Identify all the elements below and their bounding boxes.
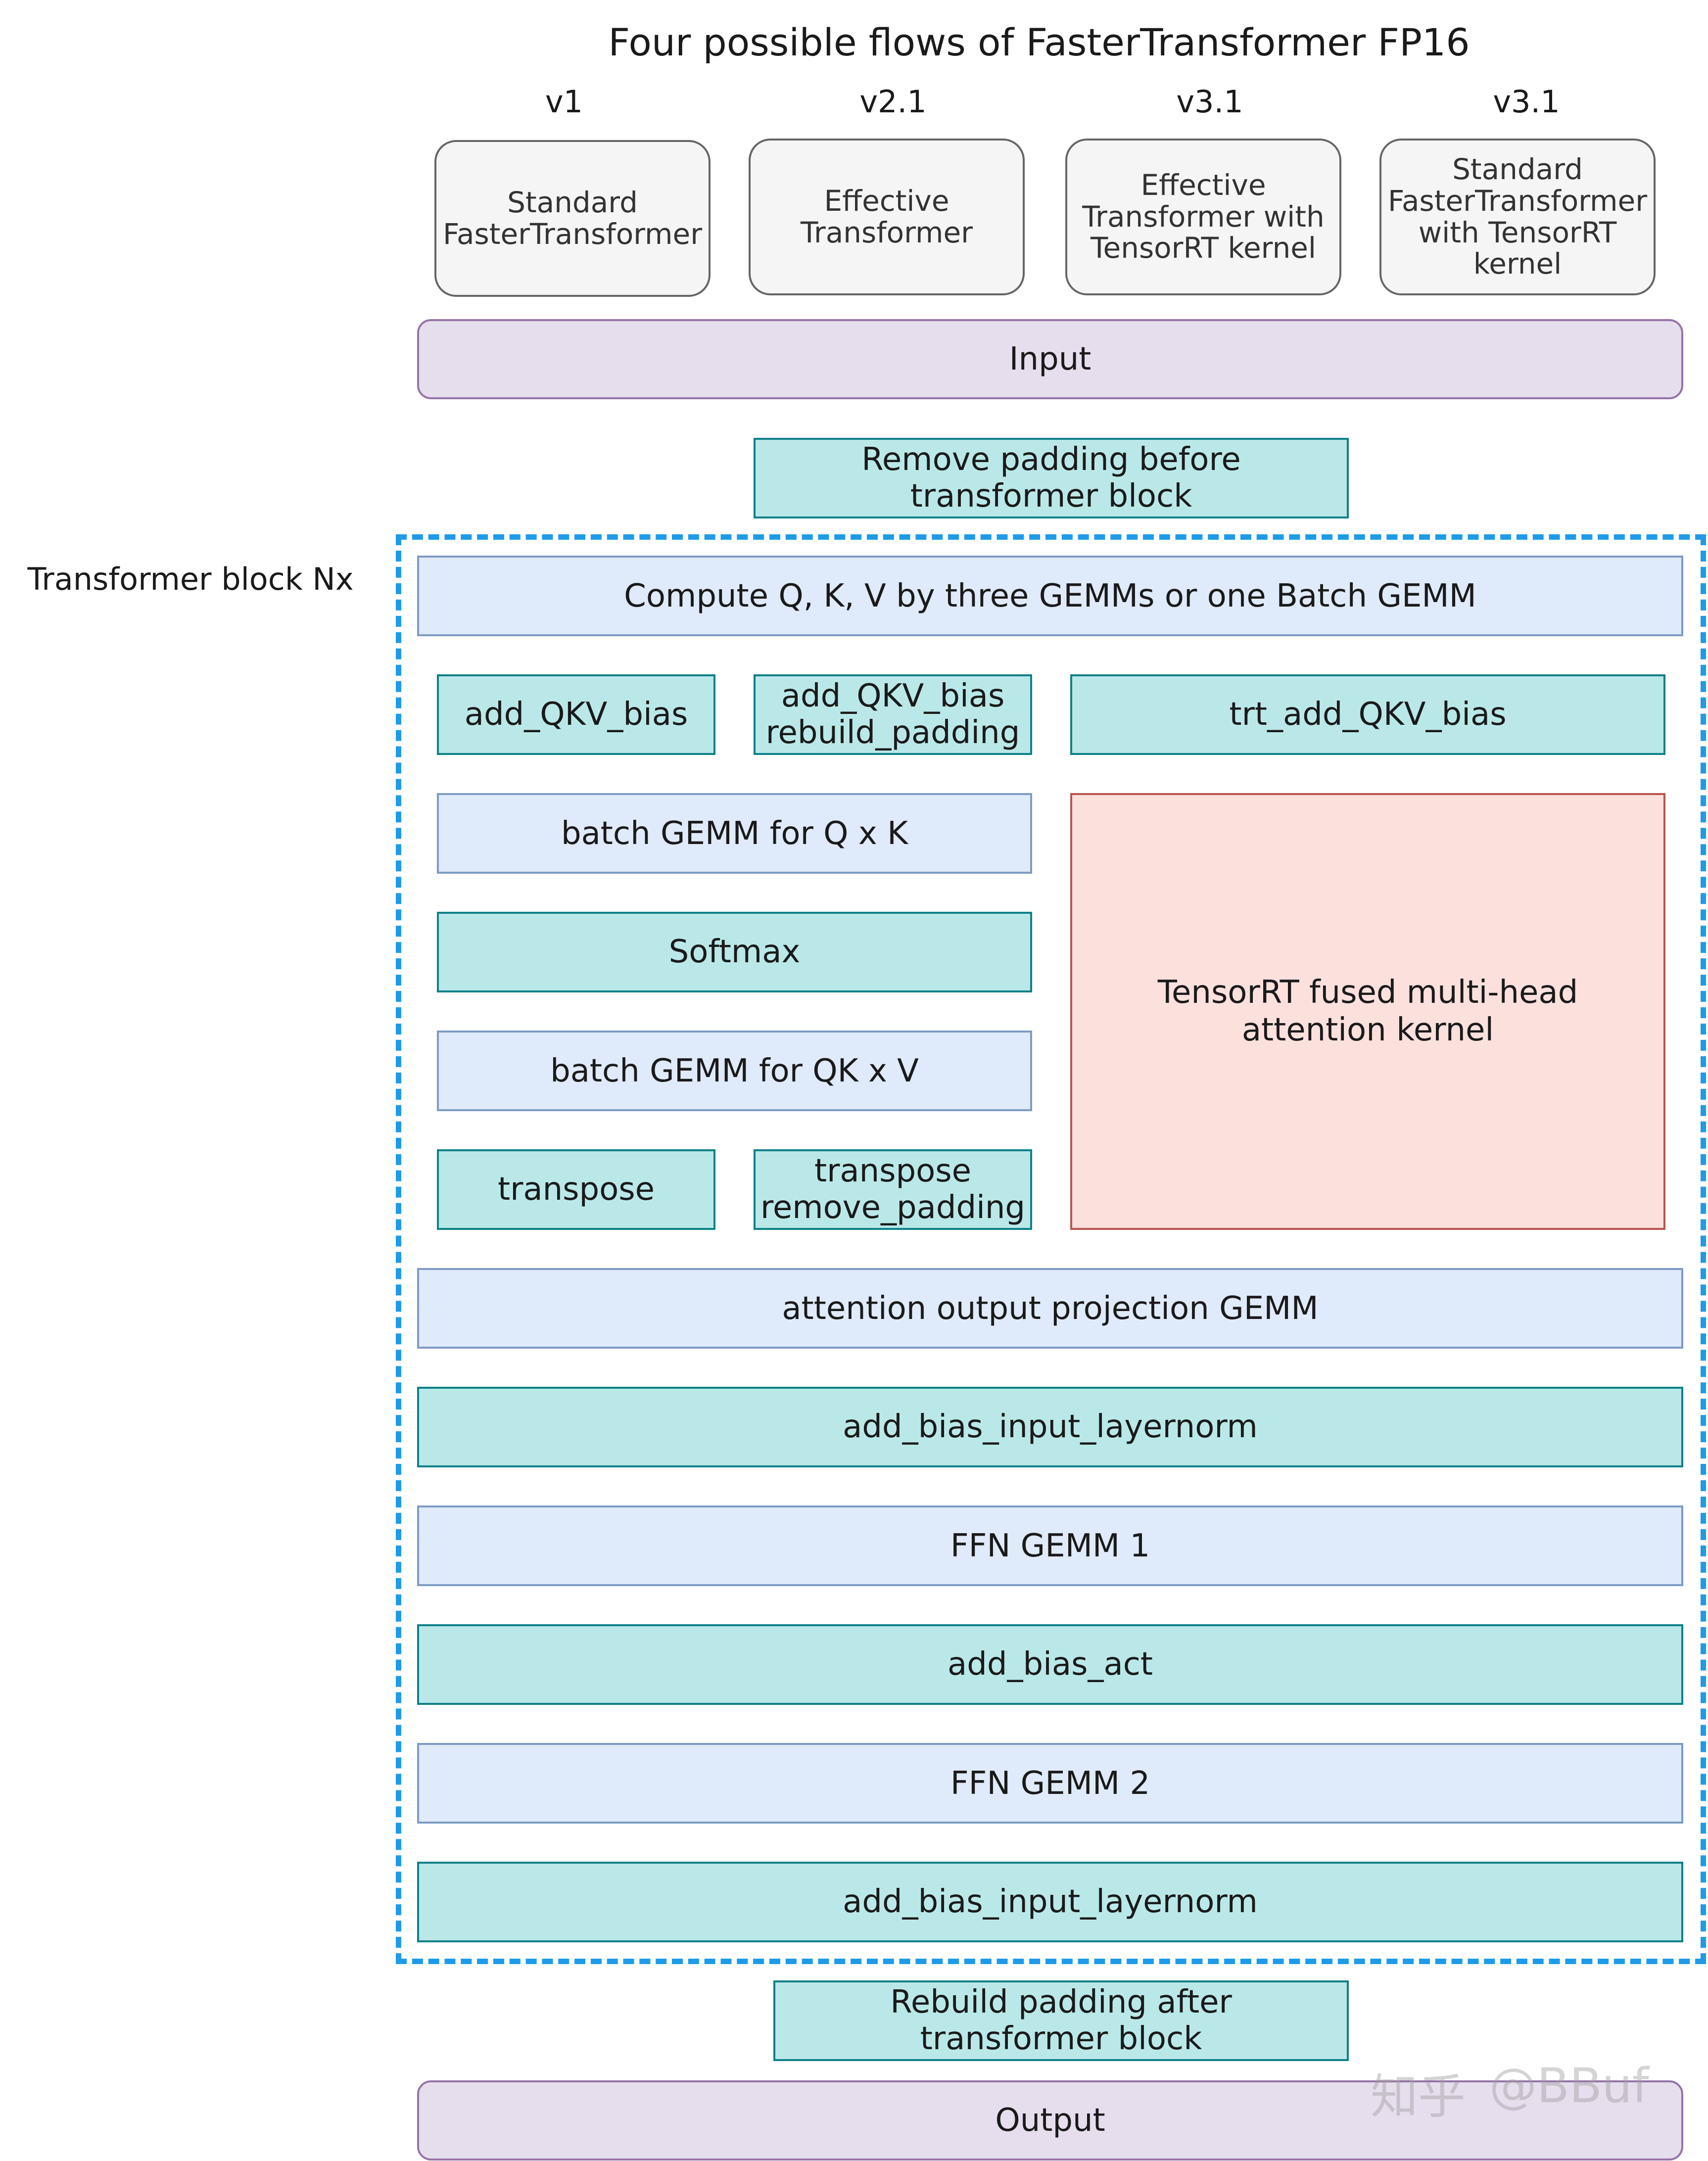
remove-padding-line: Remove padding before bbox=[861, 441, 1241, 478]
transpose-remove-line: transpose bbox=[814, 1152, 972, 1189]
transpose-remove-padding-box: transpose remove_padding bbox=[754, 1149, 1032, 1230]
flow-line: Effective bbox=[1140, 168, 1266, 202]
diagram-title: Four possible flows of FasterTransformer… bbox=[608, 20, 1470, 64]
add-bias-input-layernorm-2-box: add_bias_input_layernorm bbox=[417, 1862, 1683, 1942]
flow-line: Transformer bbox=[800, 215, 973, 249]
trt-add-qkv-bias-box: trt_add_QKV_bias bbox=[1070, 674, 1665, 755]
rebuild-padding-box: Rebuild padding after transformer block bbox=[773, 1980, 1349, 2061]
flow-box-effective-transformer-trt: Effective Transformer with TensorRT kern… bbox=[1065, 139, 1341, 295]
remove-padding-box: Remove padding before transformer block bbox=[754, 438, 1349, 518]
input-box: Input bbox=[417, 319, 1683, 399]
watermark-zhihu: 知乎 bbox=[1371, 2069, 1466, 2124]
trt-fused-line: attention kernel bbox=[1241, 1011, 1494, 1048]
version-label-v1: v1 bbox=[545, 83, 583, 120]
flow-line: FasterTransformer bbox=[442, 217, 703, 251]
flow-line: Effective bbox=[824, 184, 949, 218]
batch-gemm-qkv-box: batch GEMM for QK x V bbox=[437, 1031, 1032, 1111]
flow-line: with TensorRT bbox=[1418, 215, 1617, 249]
bias-rebuild-line: add_QKV_bias bbox=[781, 677, 1005, 714]
transpose-remove-line: remove_padding bbox=[760, 1189, 1026, 1226]
transformer-block-container bbox=[396, 534, 1706, 1964]
flow-line: FasterTransformer bbox=[1387, 184, 1648, 218]
flow-line: Standard bbox=[507, 185, 638, 219]
watermark-author: @BBuf bbox=[1489, 2058, 1649, 2114]
add-qkv-bias-box: add_QKV_bias bbox=[437, 674, 715, 755]
bias-rebuild-line: rebuild_padding bbox=[765, 714, 1020, 751]
flow-box-standard-fastertransformer: Standard FasterTransformer bbox=[434, 140, 711, 297]
flow-box-standard-fastertransformer-trt: Standard FasterTransformer with TensorRT… bbox=[1379, 139, 1656, 295]
add-qkv-bias-rebuild-padding-box: add_QKV_bias rebuild_padding bbox=[754, 674, 1032, 755]
flow-line: kernel bbox=[1473, 247, 1562, 281]
flow-line: Standard bbox=[1452, 152, 1583, 186]
batch-gemm-qk-box: batch GEMM for Q x K bbox=[437, 793, 1032, 874]
version-label-v2-1: v2.1 bbox=[859, 83, 927, 120]
flow-line: TensorRT kernel bbox=[1090, 231, 1317, 265]
softmax-box: Softmax bbox=[437, 912, 1032, 992]
ffn-gemm-1-box: FFN GEMM 1 bbox=[417, 1505, 1683, 1586]
trt-fused-line: TensorRT fused multi-head bbox=[1157, 974, 1578, 1011]
transformer-block-label: Transformer block Nx bbox=[27, 561, 354, 597]
flow-line: Transformer with bbox=[1082, 199, 1325, 234]
transpose-box: transpose bbox=[437, 1149, 715, 1230]
version-label-v3-1-effective: v3.1 bbox=[1176, 83, 1243, 120]
rebuild-padding-line: Rebuild padding after bbox=[890, 1983, 1232, 2020]
flow-box-effective-transformer: Effective Transformer bbox=[749, 139, 1025, 295]
output-box: Output bbox=[417, 2080, 1683, 2161]
ffn-gemm-2-box: FFN GEMM 2 bbox=[417, 1743, 1683, 1824]
version-label-v3-1-standard: v3.1 bbox=[1493, 83, 1560, 120]
remove-padding-line: transformer block bbox=[910, 477, 1192, 515]
compute-qkv-box: Compute Q, K, V by three GEMMs or one Ba… bbox=[417, 556, 1683, 636]
add-bias-act-box: add_bias_act bbox=[417, 1624, 1683, 1705]
add-bias-input-layernorm-1-box: add_bias_input_layernorm bbox=[417, 1387, 1683, 1467]
rebuild-padding-line: transformer block bbox=[920, 2020, 1202, 2057]
tensorrt-fused-mha-box: TensorRT fused multi-head attention kern… bbox=[1070, 793, 1665, 1230]
attention-output-projection-box: attention output projection GEMM bbox=[417, 1268, 1683, 1349]
